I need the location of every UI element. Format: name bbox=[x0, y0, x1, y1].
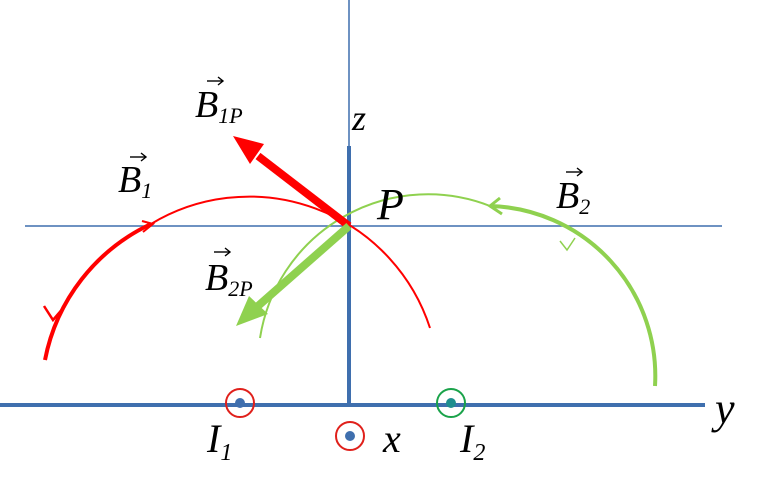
field-line-b1-thin bbox=[150, 195, 431, 329]
label-b2-sub: 2 bbox=[579, 194, 590, 219]
label-b2p: B2P bbox=[205, 257, 253, 301]
label-b2p-sub: 2P bbox=[228, 276, 252, 301]
label-b1p-sub: 1P bbox=[218, 103, 242, 128]
label-i1-sub: 1 bbox=[220, 440, 232, 466]
vector-arrow-marks bbox=[130, 76, 584, 257]
b2-direction-arrowhead bbox=[487, 196, 503, 216]
label-b2: B2 bbox=[556, 175, 590, 219]
b1-direction-arrowhead bbox=[141, 220, 156, 233]
label-b1: B1 bbox=[118, 159, 152, 203]
label-i2-base: I bbox=[459, 416, 475, 461]
b1-end-arrowhead bbox=[42, 305, 66, 323]
label-b1p-base: B bbox=[195, 84, 218, 126]
label-b1p: B1P bbox=[195, 84, 243, 128]
label-i2: I2 bbox=[459, 416, 485, 466]
label-point-p: P bbox=[376, 180, 404, 229]
b2-side-arrowhead bbox=[559, 237, 576, 252]
label-b2p-base: B bbox=[205, 257, 228, 299]
label-i1: I1 bbox=[206, 416, 232, 466]
label-i1-base: I bbox=[206, 416, 222, 461]
label-z-axis: z bbox=[351, 98, 366, 138]
b1p-vector-arrowhead bbox=[233, 136, 264, 164]
field-line-b1-thick bbox=[43, 222, 152, 361]
current-i2-circle-dot-icon bbox=[436, 388, 466, 418]
label-b1-sub: 1 bbox=[141, 178, 152, 203]
label-y-axis: y bbox=[711, 384, 735, 433]
field-line-b2-thin bbox=[259, 193, 491, 339]
current-i1-circle-dot-icon bbox=[225, 388, 255, 418]
label-b2-base: B bbox=[556, 175, 579, 217]
label-b1-base: B bbox=[118, 159, 141, 201]
field-line-b2-thick bbox=[489, 204, 658, 387]
b1p-vector-shaft bbox=[255, 152, 352, 230]
b2p-vector-shaft bbox=[255, 222, 352, 310]
label-x-axis: x bbox=[382, 416, 401, 461]
x-axis-out-of-page-circle-dot-icon bbox=[335, 421, 365, 451]
b2p-vector-arrowhead bbox=[236, 296, 268, 326]
label-i2-sub: 2 bbox=[473, 440, 485, 466]
